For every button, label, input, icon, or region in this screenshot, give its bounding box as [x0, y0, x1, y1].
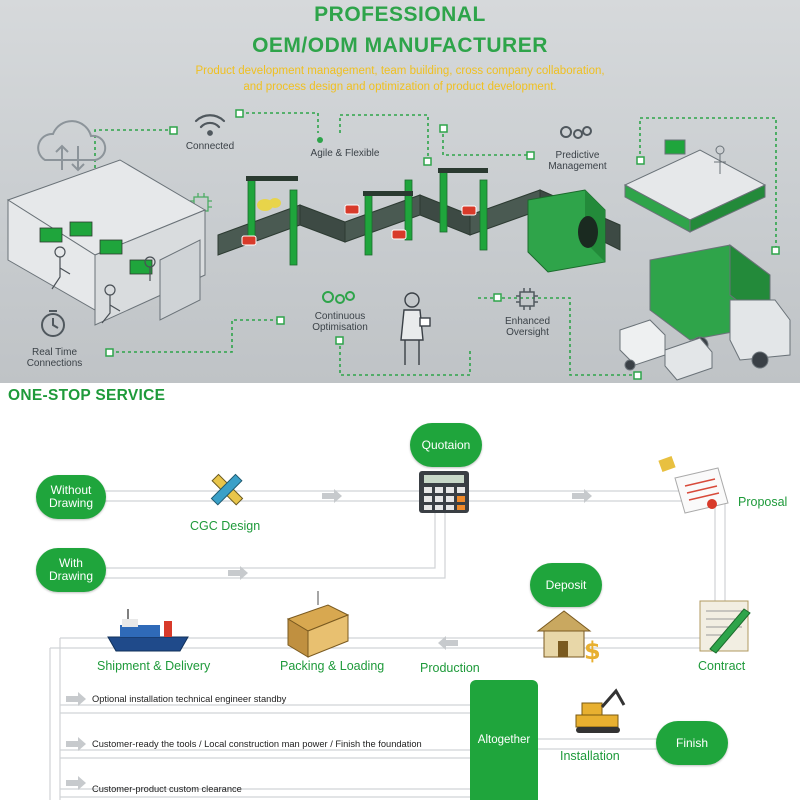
service-flow-diagram: $	[49, 455, 751, 800]
chip-icon-enhanced	[516, 288, 538, 310]
wifi-icon	[194, 114, 226, 136]
ship-icon	[107, 609, 189, 652]
gears-continuous-icon	[322, 291, 355, 304]
factory-illustration	[6, 109, 791, 381]
house-dollar-icon: $	[536, 610, 601, 665]
calculator-icon	[419, 471, 469, 513]
label-installation: Installation	[560, 749, 620, 763]
feature-predictive: Predictive Management	[548, 150, 607, 172]
altogether-bar: Altogether	[470, 680, 538, 800]
label-cgc-design: CGC Design	[190, 519, 261, 533]
label-contract: Contract	[698, 659, 746, 673]
cloud-sync-icon	[37, 120, 107, 172]
option-engineer-standby: Optional installation technical engineer…	[92, 694, 287, 704]
top-banner: PROFESSIONAL OEM/ODM MANUFACTURER Produc…	[0, 0, 800, 383]
gears-predictive-icon	[560, 126, 592, 139]
right-office	[623, 139, 767, 233]
label-packing-loading: Packing & Loading	[280, 659, 385, 673]
truck	[649, 244, 791, 369]
bubble-finish: Finish	[656, 721, 728, 765]
forklift	[619, 319, 713, 381]
banner-subtitle-line2: and process design and optimization of p…	[243, 81, 557, 93]
svg-text:$: $	[584, 637, 601, 665]
bubble-deposit: Deposit	[530, 563, 602, 607]
feature-continuous: Continuous Optimisation	[312, 311, 368, 333]
banner-subtitle-line1: Product development management, team bui…	[195, 65, 605, 77]
feature-enhanced: Enhanced Oversight	[504, 316, 551, 338]
office-desks	[6, 159, 207, 326]
bubble-without-drawing: Without Drawing	[36, 475, 106, 519]
feature-agile: Agile & Flexible	[310, 148, 380, 159]
one-stop-service-section: $ ONE-STOP SERVICE Without Drawing With …	[0, 383, 800, 800]
container-crane-icon	[286, 591, 350, 658]
feature-realtime: Real Time Connections	[26, 347, 83, 369]
section-title: ONE-STOP SERVICE	[8, 387, 166, 404]
contract-pen-icon	[699, 600, 751, 654]
green-machine	[527, 189, 606, 273]
stopwatch-icon	[41, 310, 65, 337]
banner-title-line1: PROFESSIONAL	[314, 3, 486, 26]
banner-title-line2: OEM/ODM MANUFACTURER	[252, 34, 548, 57]
bubble-quotation: Quotaion	[410, 423, 482, 467]
flow-arrows	[66, 489, 592, 790]
bubble-with-drawing: With Drawing	[36, 548, 106, 592]
label-shipment-delivery: Shipment & Delivery	[97, 659, 211, 673]
feature-connected: Connected	[185, 141, 235, 152]
dashed-connectors	[94, 112, 777, 376]
ruler-pencil-icon	[210, 473, 244, 506]
label-production: Production	[420, 661, 480, 675]
stamp-document-icon	[658, 455, 729, 514]
option-customer-ready: Customer-ready the tools / Local constru…	[92, 739, 422, 749]
label-proposal: Proposal	[738, 495, 788, 509]
worker-figure	[400, 292, 431, 365]
gear-icon	[317, 137, 323, 143]
flow-tracks	[49, 490, 726, 800]
option-custom-clearance: Customer-product custom clearance	[92, 784, 242, 794]
excavator-icon	[575, 688, 626, 733]
